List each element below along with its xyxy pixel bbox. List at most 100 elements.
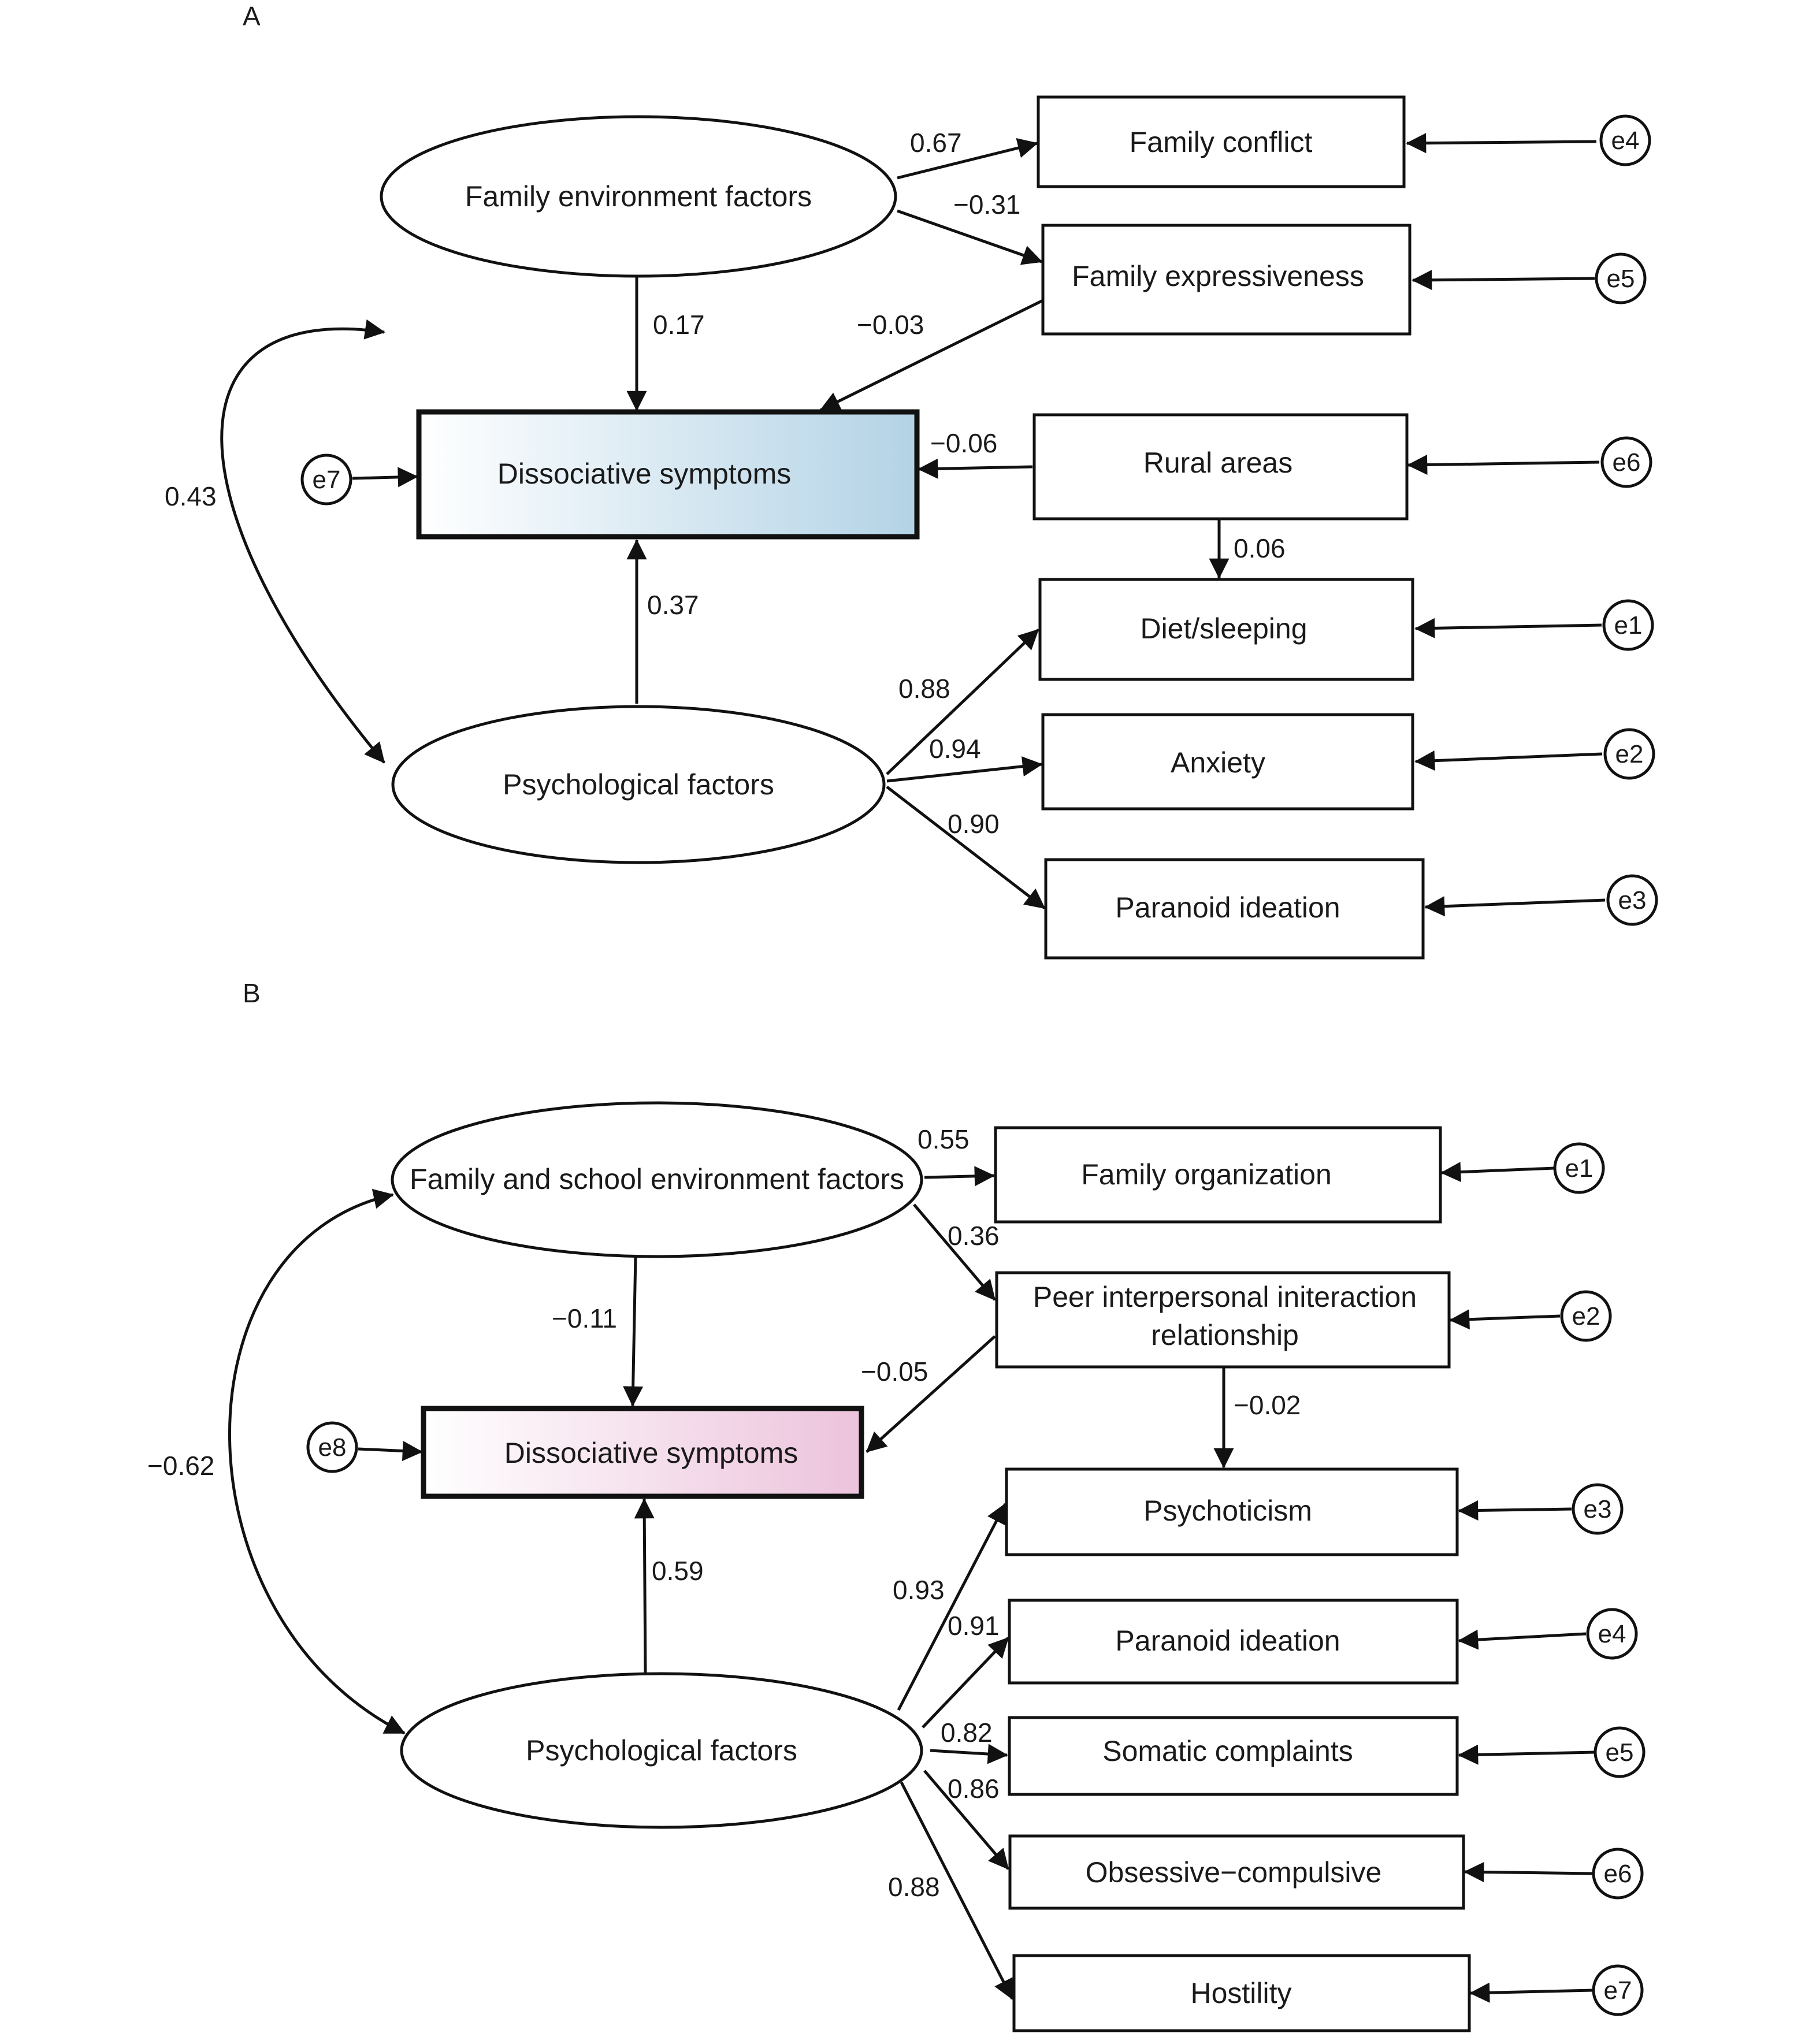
b-edge-e5 bbox=[1458, 1744, 1595, 1765]
b-edge-e6 bbox=[1464, 1861, 1594, 1882]
a-edge-e3 bbox=[1424, 896, 1606, 917]
a-error-e2-label: e2 bbox=[1615, 740, 1644, 768]
a-coef-rural-diet: 0.06 bbox=[1234, 533, 1286, 563]
a-node-family-environment-ellipse bbox=[380, 115, 897, 278]
a-coef-expressiveness-dissociative: −0.03 bbox=[857, 310, 924, 340]
b-coef-psych-somatic: 0.82 bbox=[941, 1718, 993, 1748]
b-error-e2-circle bbox=[1560, 1290, 1612, 1342]
a-edge-rural-dissociative bbox=[918, 458, 1033, 479]
a-node-psychological-ellipse bbox=[391, 705, 886, 864]
b-node-peer-label-line1: Peer interpersonal initeraction bbox=[1033, 1281, 1417, 1313]
a-error-e4-label: e4 bbox=[1611, 127, 1640, 155]
b-error-e4-label: e4 bbox=[1598, 1620, 1626, 1648]
b-error-e4-circle bbox=[1586, 1608, 1638, 1660]
a-edge-expressiveness-dissociative bbox=[819, 299, 1044, 412]
b-edge-psych-psychoticism bbox=[897, 1503, 1007, 1711]
b-coef-fs-dissociative: −0.11 bbox=[552, 1303, 617, 1333]
a-node-anxiety-label: Anxiety bbox=[1171, 746, 1265, 779]
a-error-e4-circle bbox=[1599, 114, 1651, 166]
b-error-e5-label: e5 bbox=[1606, 1738, 1634, 1767]
a-node-family-conflict-box bbox=[1037, 95, 1406, 188]
a-correlation-arc bbox=[220, 319, 385, 764]
b-node-family-organization-label: Family organization bbox=[1081, 1158, 1332, 1191]
panel-b: B Family and school en bbox=[147, 978, 1646, 2032]
b-correlation-arc bbox=[228, 1188, 406, 1735]
b-node-psychological-label: Psychological factors bbox=[526, 1734, 797, 1767]
b-node-family-school-label: Family and school environment factors bbox=[410, 1163, 904, 1195]
panel-b-edges bbox=[228, 1162, 1595, 2003]
a-node-psychological-label: Psychological factors bbox=[503, 768, 774, 801]
panel-a-label: A bbox=[243, 1, 261, 31]
b-coef-correlation: −0.62 bbox=[147, 1451, 214, 1481]
b-error-e2-label: e2 bbox=[1572, 1302, 1600, 1330]
a-node-family-conflict-label: Family conflict bbox=[1130, 126, 1313, 158]
a-coef-psych-dissociative: 0.37 bbox=[647, 590, 699, 620]
b-edge-e7 bbox=[1469, 1982, 1594, 2003]
b-coef-psych-dissociative: 0.59 bbox=[652, 1556, 704, 1586]
b-edge-e3 bbox=[1458, 1500, 1572, 1521]
a-error-e3-circle bbox=[1606, 874, 1658, 926]
b-node-peer-box bbox=[995, 1271, 1451, 1369]
b-edge-e2 bbox=[1449, 1309, 1561, 1330]
a-node-rural-areas-box bbox=[1032, 413, 1409, 521]
a-edge-fe-conflict bbox=[897, 138, 1038, 180]
a-error-e7-label: e7 bbox=[313, 466, 341, 494]
b-node-dissociative-label: Dissociative symptoms bbox=[504, 1437, 798, 1469]
a-edge-e4 bbox=[1406, 133, 1597, 154]
a-error-e3-label: e3 bbox=[1618, 886, 1647, 915]
b-node-hostility-box bbox=[1012, 1954, 1471, 2032]
b-node-psychoticism-box bbox=[1005, 1467, 1459, 1556]
b-node-hostility-label: Hostility bbox=[1190, 1977, 1291, 2009]
b-edge-fs-peer bbox=[913, 1203, 996, 1301]
b-coef-fs-organization: 0.55 bbox=[918, 1124, 970, 1154]
a-coef-rural-dissociative: −0.06 bbox=[930, 428, 997, 458]
a-edge-psych-anxiety bbox=[886, 756, 1043, 783]
a-coef-fe-conflict: 0.67 bbox=[910, 128, 962, 158]
a-error-e5-circle bbox=[1595, 252, 1647, 304]
b-node-peer-label-line2: relationship bbox=[1151, 1319, 1299, 1351]
b-coef-peer-dissociative: −0.05 bbox=[861, 1356, 928, 1387]
panel-a: A Family environment factors bbox=[165, 1, 1658, 960]
b-node-somatic-label: Somatic complaints bbox=[1102, 1735, 1353, 1767]
a-error-e7-circle bbox=[300, 454, 352, 506]
b-node-psychoticism-label: Psychoticism bbox=[1143, 1495, 1312, 1527]
b-edge-fs-organization bbox=[924, 1166, 995, 1187]
a-node-dissociative-label: Dissociative symptoms bbox=[497, 458, 791, 490]
a-coef-fe-dissociative: 0.17 bbox=[653, 310, 705, 340]
a-node-diet-sleeping-box bbox=[1038, 578, 1414, 681]
b-error-e6-circle bbox=[1592, 1848, 1644, 1900]
a-coef-correlation: 0.43 bbox=[165, 481, 217, 511]
a-error-e1-circle bbox=[1602, 599, 1654, 651]
b-node-paranoid-label: Paranoid ideation bbox=[1115, 1625, 1340, 1657]
a-error-e5-label: e5 bbox=[1607, 265, 1635, 293]
a-coef-psych-diet: 0.88 bbox=[898, 674, 950, 704]
b-edge-e1 bbox=[1440, 1162, 1555, 1183]
b-edge-psych-dissociative bbox=[634, 1498, 655, 1675]
b-node-paranoid-box bbox=[1008, 1599, 1459, 1685]
b-node-psychological-ellipse bbox=[400, 1672, 923, 1829]
a-node-dissociative-box bbox=[416, 409, 920, 540]
b-error-e8-circle bbox=[306, 1421, 358, 1473]
a-edge-e1 bbox=[1414, 618, 1602, 638]
b-edge-psych-obsessive bbox=[923, 1770, 1009, 1870]
b-error-e5-circle bbox=[1594, 1726, 1646, 1778]
b-coef-psych-hostility: 0.88 bbox=[888, 1872, 940, 1902]
b-edge-fs-dissociative bbox=[623, 1256, 644, 1407]
panel-a-edges bbox=[220, 133, 1606, 917]
a-coef-psych-paranoid: 0.90 bbox=[948, 809, 1000, 839]
a-edge-psych-diet bbox=[886, 629, 1039, 775]
a-coef-psych-anxiety: 0.94 bbox=[929, 734, 981, 764]
a-error-e1-label: e1 bbox=[1614, 611, 1643, 640]
a-node-anxiety-box bbox=[1041, 713, 1414, 811]
a-node-diet-sleeping-label: Diet/sleeping bbox=[1140, 612, 1307, 645]
b-node-family-school-ellipse bbox=[391, 1101, 923, 1258]
a-edge-e7 bbox=[352, 467, 418, 488]
a-error-e2-circle bbox=[1603, 728, 1655, 780]
b-node-family-organization-box bbox=[994, 1126, 1442, 1224]
panel-b-label: B bbox=[243, 978, 261, 1008]
a-edge-e5 bbox=[1412, 270, 1595, 291]
b-node-obsessive-label: Obsessive−compulsive bbox=[1086, 1856, 1382, 1889]
a-node-paranoid-label: Paranoid ideation bbox=[1115, 891, 1340, 924]
b-edge-e4 bbox=[1458, 1629, 1587, 1650]
